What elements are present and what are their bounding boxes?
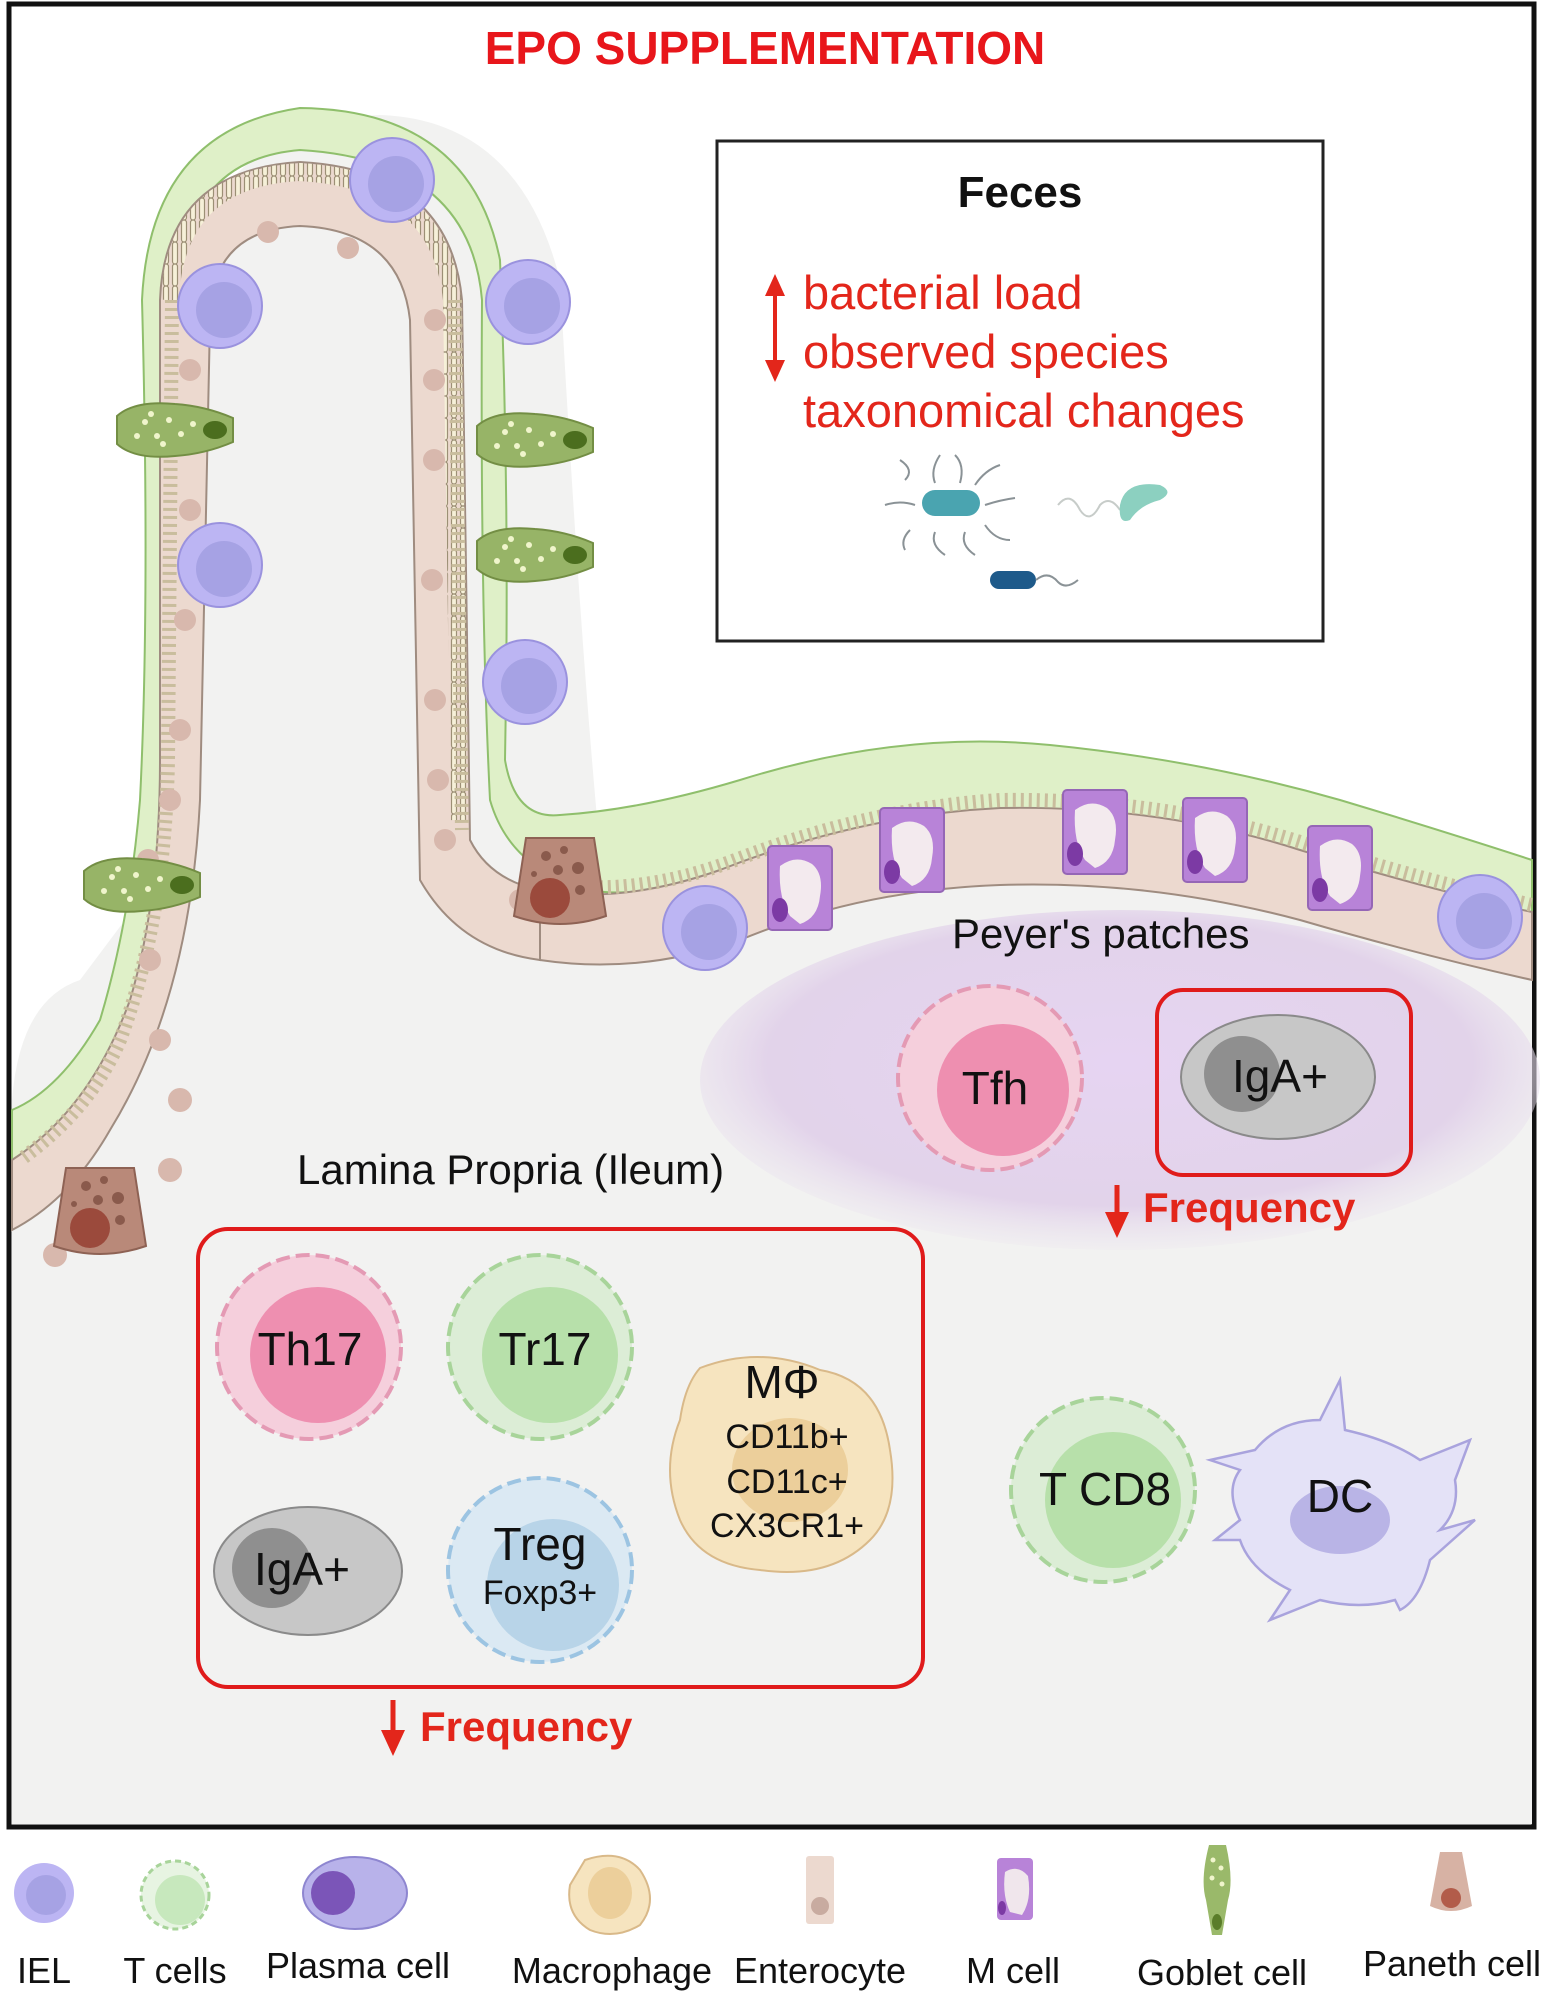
legend-item-paneth-cell: Paneth cell <box>1363 1852 1541 1984</box>
paneth-cell <box>53 1167 147 1255</box>
feces-item-observed-species: observed species <box>803 325 1169 378</box>
legend-label: Plasma cell <box>266 1945 450 1986</box>
peyers-patch-area <box>700 910 1540 1250</box>
treg-cell: Treg Foxp3+ <box>446 1476 634 1664</box>
macrophage-marker-cd11c: CD11c+ <box>726 1463 847 1501</box>
tcd8-cell: T CD8 <box>1009 1396 1197 1584</box>
microvilli <box>448 299 469 831</box>
microvilli <box>15 299 179 1166</box>
iel-icon <box>14 1863 74 1923</box>
iel-cell <box>177 522 263 608</box>
lamina-frequency-label: Frequency <box>420 1703 633 1750</box>
m-cell-icon <box>997 1858 1033 1920</box>
down-arrow-icon <box>381 1700 405 1756</box>
tfh-cell: Tfh <box>896 984 1084 1172</box>
goblet-cell <box>476 527 594 583</box>
enterocyte-icon <box>806 1856 834 1924</box>
peyers-frequency-label: Frequency <box>1143 1184 1356 1231</box>
legend-item-iel: IEL <box>14 1863 74 1991</box>
legend-label: M cell <box>966 1950 1060 1991</box>
microvilli <box>559 792 1534 912</box>
legend-item-plasma-cell: Plasma cell <box>266 1856 450 1986</box>
dc-label: DC <box>1307 1470 1373 1522</box>
iel-cell <box>349 137 435 223</box>
feces-title: Feces <box>958 168 1083 217</box>
tr17-cell: Tr17 <box>446 1253 634 1441</box>
iel-cell <box>485 259 571 345</box>
feces-item-taxonomical-changes: taxonomical changes <box>803 384 1245 437</box>
legend-item-t-cells: T cells <box>123 1859 227 1991</box>
figure-title: EPO SUPPLEMENTATION <box>485 22 1046 74</box>
flagellated-rod-bacterium-icon <box>884 454 1016 556</box>
tfh-label: Tfh <box>962 1062 1028 1114</box>
peyers-patches-label: Peyer's patches <box>952 910 1250 957</box>
goblet-cell <box>116 402 234 458</box>
iga-label-lamina: IgA+ <box>254 1543 350 1595</box>
plasma-cell-icon <box>302 1856 408 1930</box>
legend-item-enterocyte: Enterocyte <box>734 1856 906 1991</box>
macrophage-icon <box>568 1854 651 1935</box>
curved-bacterium-icon <box>1057 484 1168 521</box>
lamina-propria-area <box>12 115 1532 1824</box>
m-cell <box>1182 797 1248 883</box>
treg-marker-foxp3: Foxp3+ <box>483 1574 597 1612</box>
legend-item-goblet-cell: Goblet cell <box>1137 1845 1307 1993</box>
iel-cell <box>177 263 263 349</box>
m-cell <box>1307 825 1373 911</box>
legend-label: Paneth cell <box>1363 1943 1541 1984</box>
macrophage-label: MΦ <box>744 1356 819 1408</box>
tcd8-label: T CD8 <box>1039 1463 1171 1515</box>
t-cell-icon <box>139 1859 211 1931</box>
peyers-highlight-box <box>1155 988 1413 1177</box>
rod-bacterium-icon <box>990 571 1079 589</box>
legend: IEL T cells Plasma cell Macrophage <box>14 1845 1541 1993</box>
iel-cell <box>482 639 568 725</box>
tr17-label: Tr17 <box>499 1323 592 1375</box>
macrophage-marker-cx3cr1: CX3CR1+ <box>710 1507 864 1545</box>
macrophage-marker-cd11b: CD11b+ <box>725 1418 848 1456</box>
m-cell <box>767 845 833 931</box>
feces-item-bacterial-load: bacterial load <box>803 266 1083 319</box>
legend-item-m-cell: M cell <box>966 1858 1060 1991</box>
up-down-arrow-icon <box>765 274 785 382</box>
iga-label-peyers: IgA+ <box>1232 1050 1328 1102</box>
paneth-cell <box>513 837 607 925</box>
macrophage-cell: MΦ CD11b+ CD11c+ CX3CR1+ <box>669 1356 894 1573</box>
down-arrow-icon <box>1105 1185 1129 1238</box>
legend-label: T cells <box>123 1950 226 1991</box>
dendritic-cell: DC <box>1205 1375 1476 1623</box>
goblet-cell <box>83 857 201 913</box>
paneth-cell-icon <box>1430 1852 1472 1911</box>
feces-box: Feces bacterial load observed species ta… <box>715 139 1325 643</box>
goblet-cell <box>476 412 594 468</box>
iga-plasma-cell-lamina: IgA+ <box>213 1506 403 1636</box>
legend-label: Goblet cell <box>1137 1952 1307 1993</box>
goblet-cell-icon <box>1203 1845 1231 1935</box>
legend-label: Macrophage <box>512 1950 712 1991</box>
th17-cell: Th17 <box>215 1253 403 1441</box>
legend-label: Enterocyte <box>734 1950 906 1991</box>
lamina-propria-label: Lamina Propria (Ileum) <box>297 1146 724 1193</box>
microvilli <box>161 162 469 821</box>
lamina-highlight-box <box>196 1227 925 1689</box>
legend-label: IEL <box>17 1950 71 1991</box>
iga-plasma-cell-peyers: IgA+ <box>1180 1014 1376 1140</box>
legend-item-macrophage: Macrophage <box>512 1854 712 1991</box>
iel-cell <box>662 885 748 971</box>
treg-label: Treg <box>494 1518 587 1570</box>
iel-cell <box>1437 874 1523 960</box>
th17-label: Th17 <box>258 1323 363 1375</box>
m-cell <box>1062 789 1128 875</box>
m-cell <box>879 807 945 893</box>
